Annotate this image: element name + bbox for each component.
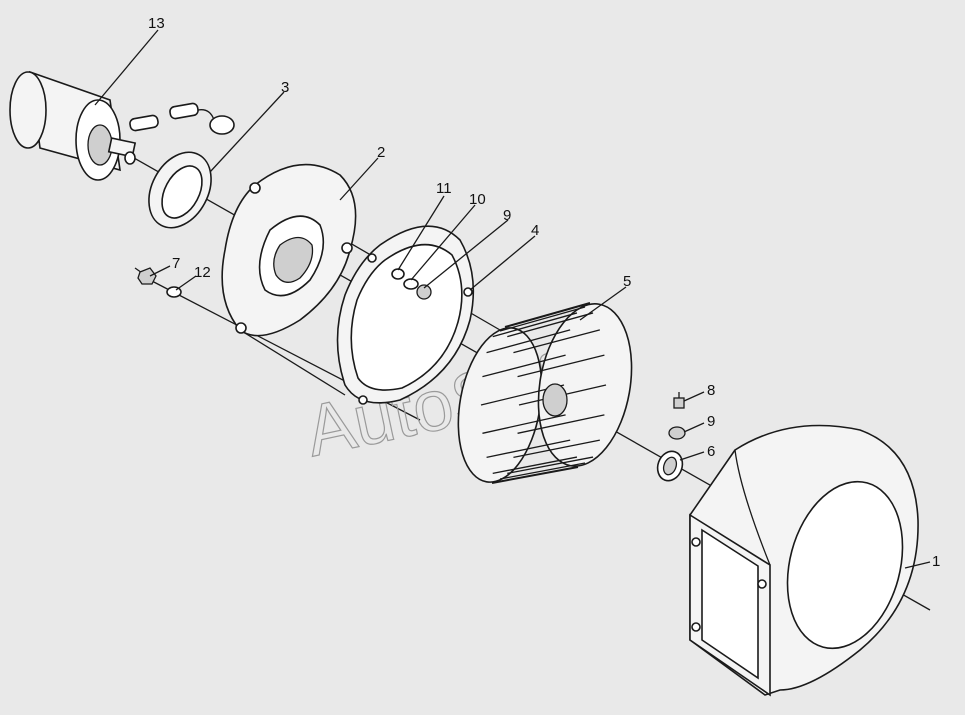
cover-ring-part-4 — [336, 225, 475, 405]
fan-blade — [482, 414, 566, 434]
callout-10: 10 — [469, 191, 486, 208]
hardware-7-12 — [134, 267, 182, 298]
fan-blade — [492, 456, 578, 475]
callout-9-upper: 9 — [503, 207, 511, 224]
callout-6: 6 — [707, 443, 715, 460]
callout-7: 7 — [172, 255, 180, 272]
callout-2: 2 — [377, 144, 385, 161]
fan-blade — [507, 312, 594, 338]
callout-labels: 13 3 2 11 10 9 4 5 7 12 8 9 6 1 — [148, 15, 940, 570]
mounting-plate-part-2 — [221, 163, 357, 337]
callout-8: 8 — [707, 382, 715, 399]
callout-3: 3 — [281, 79, 289, 96]
callout-5: 5 — [623, 273, 631, 290]
hardware-8-9-6 — [656, 392, 686, 482]
fan-blade — [499, 462, 586, 480]
callout-13: 13 — [148, 15, 165, 32]
fan-blade — [486, 329, 571, 354]
leader-lines — [94, 29, 931, 569]
callout-1: 1 — [932, 553, 940, 570]
callout-4: 4 — [531, 222, 539, 239]
fan-wheel-part-5 — [457, 302, 633, 484]
fan-blades — [480, 306, 607, 480]
fan-blade — [513, 329, 601, 354]
gasket-part-3 — [148, 151, 212, 229]
fan-blade — [517, 414, 605, 434]
fan-blade — [492, 312, 578, 338]
callout-12: 12 — [194, 264, 211, 281]
fan-blade — [499, 306, 586, 332]
motor-part-13 — [9, 70, 235, 181]
fan-blade — [517, 354, 605, 378]
callout-11: 11 — [436, 180, 452, 197]
fan-blade — [486, 439, 571, 458]
hardware-11-10-9 — [391, 268, 432, 300]
fan-blade — [507, 456, 594, 475]
fan-blade — [482, 354, 566, 378]
fan-blade — [513, 439, 600, 458]
callout-9-lower: 9 — [707, 413, 715, 430]
housing-part-1 — [689, 424, 919, 697]
